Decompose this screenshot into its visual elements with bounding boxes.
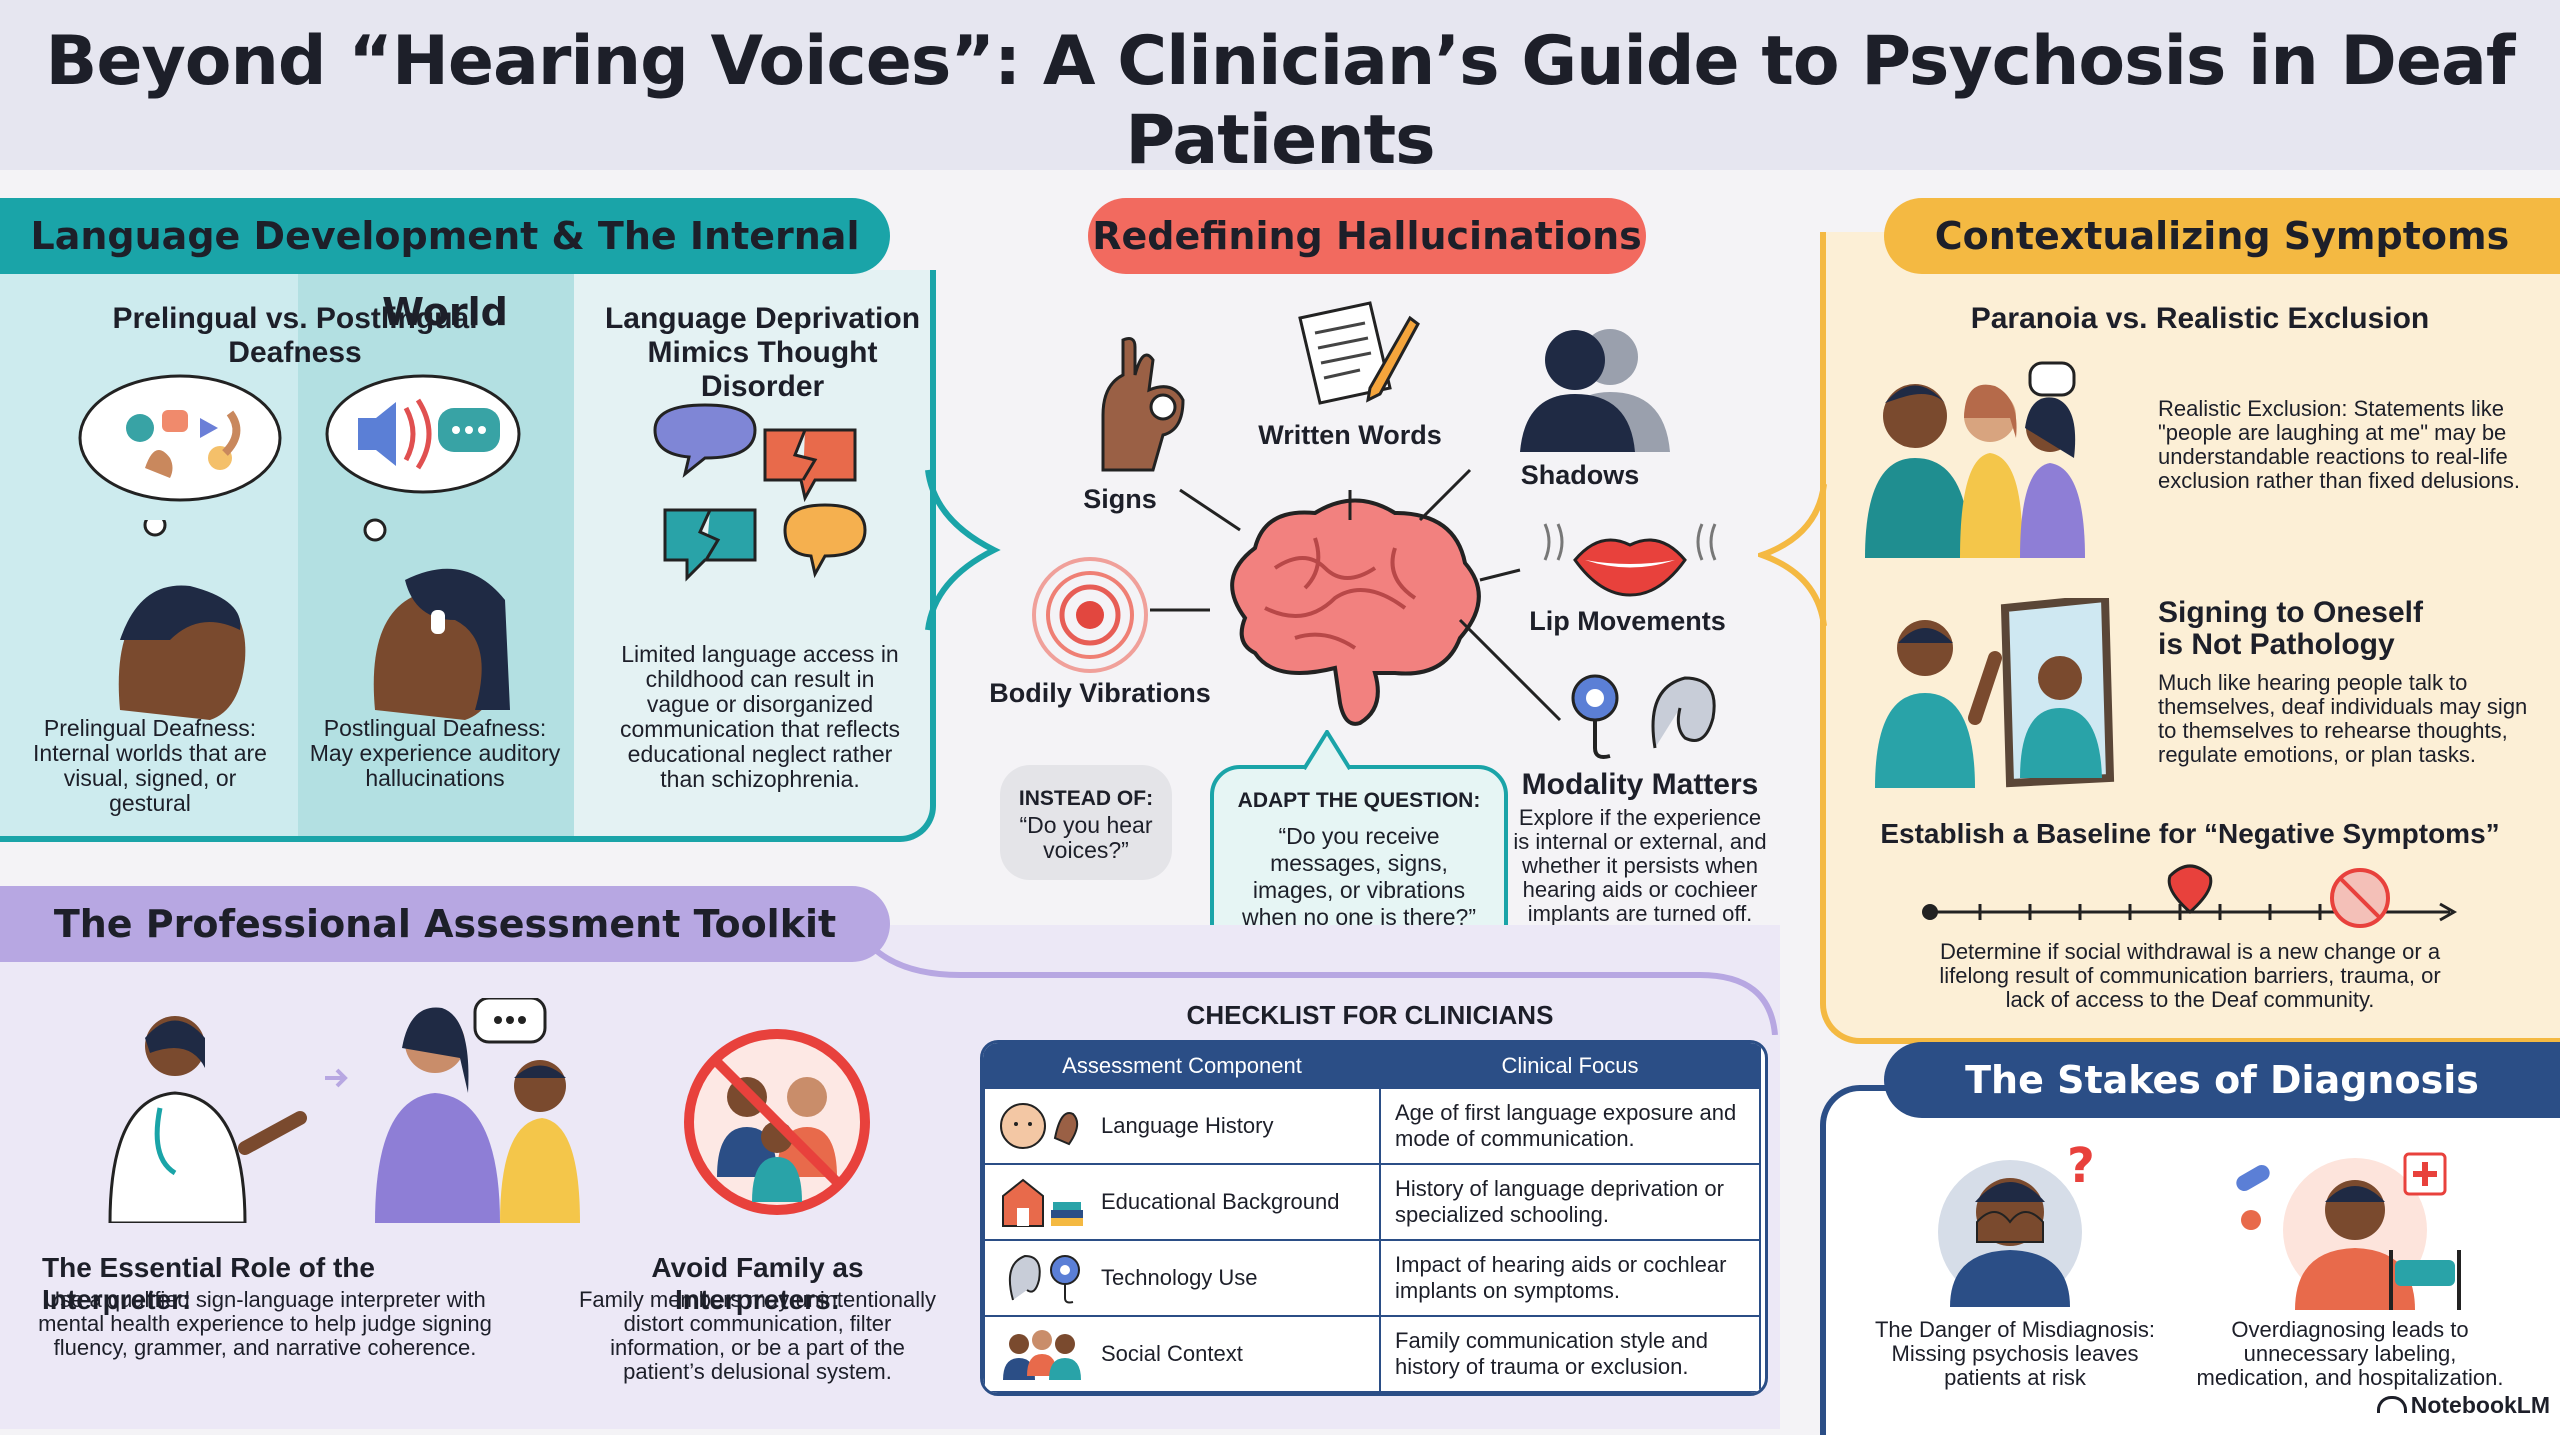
- hearing-aid-icon: [1571, 674, 1716, 759]
- component-label: Language History: [1101, 1113, 1274, 1138]
- focus-text: Family communication style and history o…: [1379, 1315, 1761, 1393]
- instead-of-quote: “Do you hear voices?”: [1019, 812, 1153, 863]
- misdiagnosis-text: The Danger of Misdiagnosis: Missing psyc…: [1874, 1317, 2156, 1390]
- hospital-overmedication-icon: [2236, 1152, 2461, 1310]
- written-words-label: Written Words: [1258, 420, 1442, 450]
- brain-icon: [1230, 498, 1481, 726]
- stakes-heading: The Stakes of Diagnosis: [1884, 1042, 2560, 1118]
- family-title: Avoid Family as Interpreters:: [651, 1252, 864, 1315]
- overdiagnosis-text: Overdiagnosing leads to unnecessary labe…: [2196, 1317, 2504, 1390]
- clinician-interpreter-icon: [108, 998, 580, 1223]
- svg-text:?: ?: [2067, 1142, 2095, 1194]
- component-label: Social Context: [1101, 1341, 1243, 1366]
- signing-oneself-text: Much like hearing people talk to themsel…: [2158, 670, 2528, 767]
- context-heading: Contextualizing Symptoms: [1884, 198, 2560, 274]
- modality-text: Explore if the experience is internal or…: [1513, 805, 1767, 926]
- lips-icon: [1543, 523, 1717, 597]
- panel-arrow-right: [925, 469, 1001, 631]
- header-clinical-focus: Clinical Focus: [1379, 1043, 1761, 1089]
- distressed-patient-icon: ?: [1938, 1142, 2095, 1307]
- hallucinations-heading: Redefining Hallucinations: [1088, 198, 1646, 274]
- sign-hand-icon: [1101, 337, 1185, 472]
- visual-signs-thought-icon: [78, 374, 282, 502]
- postlingual-caption: Postlingual Deafness: May experience aud…: [309, 715, 561, 791]
- header-assessment-component: Assessment Component: [983, 1043, 1381, 1089]
- language-deprivation-title: Language Deprivation Mimics Thought Diso…: [604, 302, 921, 403]
- school-books-icon: [1002, 1178, 1083, 1227]
- adapt-question-quote: “Do you receive messages, signs, images,…: [1242, 823, 1476, 930]
- family-text: Family members may unintentionally disto…: [578, 1287, 937, 1384]
- brand-logo-icon: [2376, 1396, 2407, 1413]
- focus-text: Age of first language exposure and mode …: [1379, 1087, 1761, 1165]
- mirror-signing-icon: [1875, 598, 2115, 788]
- baby-signing-icon: [1000, 1103, 1079, 1149]
- component-label: Technology Use: [1101, 1265, 1258, 1290]
- baseline-title: Establish a Baseline for “Negative Sympt…: [1880, 818, 2500, 849]
- vibrations-icon: [1032, 557, 1148, 673]
- adapt-question-pointer: [1302, 730, 1352, 770]
- table-row: Technology Use Impact of hearing aids or…: [983, 1239, 1761, 1317]
- interpreter-title: The Essential Role of the Interpreter:: [42, 1252, 375, 1315]
- focus-text: History of language deprivation or speci…: [1379, 1163, 1761, 1241]
- connector-lines: [1150, 468, 1562, 722]
- language-deprivation-text: Limited language access in childhood can…: [620, 641, 900, 792]
- written-words-icon: [1298, 301, 1420, 405]
- checklist-header-row: Assessment Component Clinical Focus: [983, 1043, 1761, 1089]
- toolkit-border-curve: [870, 942, 1778, 1035]
- page-title: Beyond “Hearing Voices”: A Clinician’s G…: [45, 22, 2516, 180]
- postlingual-column: [298, 270, 574, 836]
- auditory-thought-icon: [325, 374, 521, 494]
- shadows-label: Shadows: [1520, 460, 1640, 490]
- signing-oneself-title: Signing to Oneself is Not Pathology: [2158, 596, 2424, 661]
- brand-logo-text: NotebookLM: [2410, 1392, 2550, 1418]
- bodily-vibrations-label: Bodily Vibrations: [989, 678, 1211, 708]
- instead-of-label: INSTEAD OF:: [1018, 787, 1154, 810]
- table-row: Educational Background History of langua…: [983, 1163, 1761, 1241]
- no-family-interpreter-icon: [684, 1029, 870, 1215]
- hearing-devices-icon: [1009, 1254, 1080, 1304]
- adapt-question-label: ADAPT THE QUESTION:: [1237, 789, 1481, 812]
- signs-label: Signs: [1083, 484, 1157, 514]
- checklist-table-wrap: Assessment Component Clinical Focus Lang…: [980, 1040, 1768, 1396]
- baseline-text: Determine if social withdrawal is a new …: [1939, 939, 2441, 1012]
- checklist-title: CHECKLIST FOR CLINICIANS: [1186, 1000, 1554, 1030]
- prelingual-head-icon: [118, 520, 246, 720]
- brand-logo: NotebookLM: [2370, 1392, 2550, 1419]
- table-row: Language History Age of first language e…: [983, 1087, 1761, 1165]
- prelingual-caption: Prelingual Deafness: Internal worlds tha…: [33, 715, 267, 816]
- prelingual-postlingual-title: Prelingual vs. Postlingual Deafness: [112, 302, 478, 369]
- exclusion-group-icon: [1865, 361, 2085, 558]
- toolkit-heading: The Professional Assessment Toolkit: [0, 886, 890, 962]
- social-group-icon: [1003, 1330, 1081, 1380]
- instead-of-box: INSTEAD OF: “Do you hear voices?”: [1000, 765, 1172, 880]
- postlingual-head-icon: [363, 518, 510, 720]
- language-heading: Language Development & The Internal Worl…: [0, 198, 890, 334]
- paranoia-text: Realistic Exclusion: Statements like "pe…: [2158, 396, 2520, 493]
- focus-text: Impact of hearing aids or cochlear impla…: [1379, 1239, 1761, 1317]
- fragmented-speech-bubbles-icon: [653, 403, 867, 582]
- table-row: Social Context Family communication styl…: [983, 1315, 1761, 1393]
- header-band: [0, 0, 2560, 170]
- lip-movements-label: Lip Movements: [1529, 606, 1726, 636]
- component-label: Educational Background: [1101, 1189, 1340, 1214]
- prelingual-column: [0, 270, 298, 836]
- paranoia-title: Paranoia vs. Realistic Exclusion: [1970, 302, 2430, 335]
- modality-title: Modality Matters: [1521, 768, 1759, 801]
- panel-arrow-left: [1758, 483, 1827, 627]
- baseline-timeline-icon: [1922, 864, 2458, 928]
- interpreter-text: Use a qualified sign-language interprete…: [38, 1287, 492, 1360]
- checklist-table: Assessment Component Clinical Focus Lang…: [983, 1043, 1761, 1393]
- shadows-icon: [1520, 329, 1670, 452]
